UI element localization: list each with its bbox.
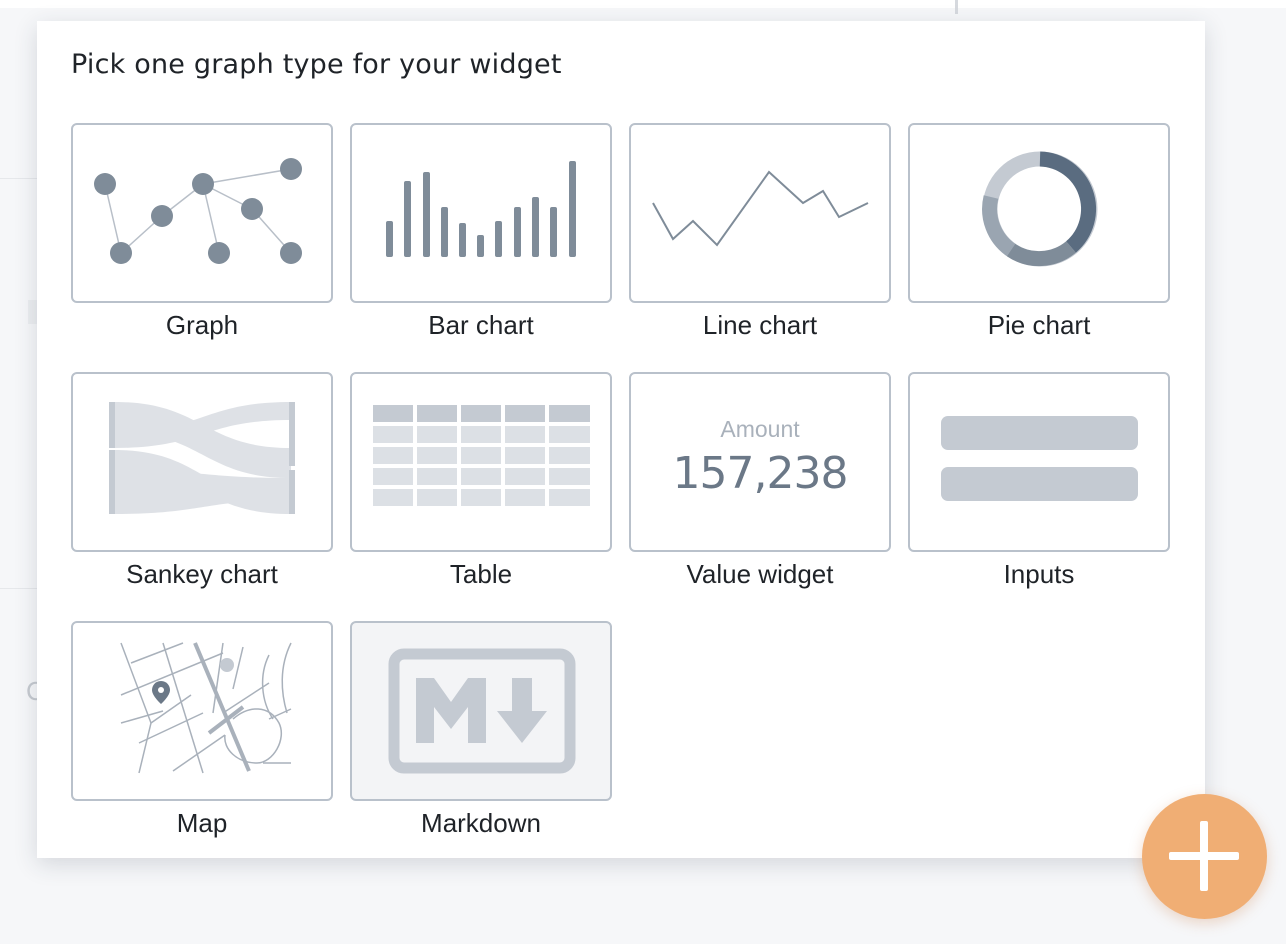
tile-label: Map <box>176 808 228 838</box>
inputs-icon <box>941 416 1138 501</box>
widget-type-markdown[interactable]: Markdown <box>350 621 612 870</box>
value-preview-caption: Amount <box>720 416 800 442</box>
tile-preview[interactable] <box>908 372 1170 552</box>
background-toolbar <box>0 0 1286 8</box>
table-icon <box>373 405 590 506</box>
tile-preview[interactable]: Amount 157,238 <box>629 372 891 552</box>
markdown-icon <box>388 648 576 774</box>
tile-label: Inputs <box>1003 559 1075 589</box>
add-widget-button[interactable] <box>1142 794 1267 919</box>
tile-preview[interactable] <box>908 123 1170 303</box>
tile-preview[interactable] <box>350 372 612 552</box>
tile-label: Pie chart <box>987 310 1091 340</box>
tile-label: Markdown <box>421 808 541 838</box>
tile-label: Table <box>449 559 513 589</box>
tile-preview[interactable] <box>71 621 333 801</box>
widget-type-map[interactable]: Map <box>71 621 333 870</box>
donut-chart-icon <box>982 151 1098 267</box>
widget-type-bar-chart[interactable]: Bar chart <box>350 123 612 372</box>
widget-type-graph[interactable]: Graph <box>71 123 333 372</box>
widget-type-table[interactable]: Table <box>350 372 612 621</box>
tile-preview[interactable] <box>629 123 891 303</box>
network-graph-icon <box>94 158 302 264</box>
tile-preview[interactable] <box>350 621 612 801</box>
widget-type-grid: Graph <box>71 123 1170 870</box>
dialog-title: Pick one graph type for your widget <box>71 49 562 80</box>
tile-label: Sankey chart <box>126 559 278 589</box>
tile-label: Bar chart <box>428 310 534 340</box>
line-chart-icon <box>652 170 869 247</box>
tile-label: Graph <box>165 310 239 340</box>
background-gridline <box>0 178 40 179</box>
value-preview-number: 157,238 <box>672 448 849 499</box>
widget-type-inputs[interactable]: Inputs <box>908 372 1170 621</box>
background-divider <box>955 0 958 14</box>
sankey-chart-icon <box>109 402 295 514</box>
tile-preview[interactable] <box>71 123 333 303</box>
tile-label: Value widget <box>686 559 834 589</box>
background-gridline <box>0 588 40 589</box>
widget-type-value-widget[interactable]: Amount 157,238 Value widget <box>629 372 891 621</box>
bar-chart-icon <box>386 161 576 257</box>
widget-type-pie-chart[interactable]: Pie chart <box>908 123 1170 372</box>
tile-label: Line chart <box>702 310 818 340</box>
tile-preview[interactable] <box>350 123 612 303</box>
tile-preview[interactable] <box>71 372 333 552</box>
background-panel-edge <box>28 300 38 324</box>
map-icon <box>120 642 292 774</box>
widget-type-sankey-chart[interactable]: Sankey chart <box>71 372 333 621</box>
widget-type-dialog: Pick one graph type for your widget <box>37 21 1205 858</box>
widget-type-line-chart[interactable]: Line chart <box>629 123 891 372</box>
